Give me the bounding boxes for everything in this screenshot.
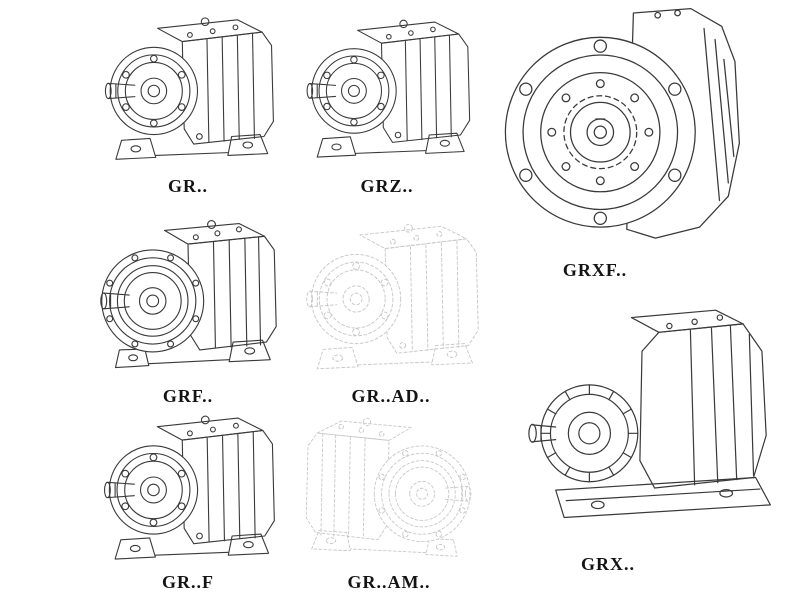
gr-f-technical-drawing [103,415,275,560]
gr-technical-drawing [104,17,274,160]
model-figure-gr-am: GR..AM.. [292,412,486,593]
foot-mounted-gearbox-illustration [104,17,274,160]
model-figure-grf: GRF.. [86,212,290,407]
grxf-technical-drawing [504,7,740,239]
gearbox-with-adapter-ghost-illustration [306,223,479,370]
model-label-gr-am: GR..AM.. [347,572,431,592]
gr-ad-technical-drawing [306,223,479,370]
model-figure-gr: GR.. [92,6,284,197]
large-foot-mounted-gearbox-illustration [528,309,771,519]
model-figure-grz: GRZ.. [296,6,478,197]
flange-gearbox-illustration [100,220,277,369]
foot-mounted-gearbox-illustration [103,415,275,560]
model-label-grz: GRZ.. [360,176,414,196]
model-figure-grx: GRX.. [496,302,788,575]
model-figure-gr-ad: GR..AD.. [292,212,490,407]
gearbox-with-motor-adapter-ghost-illustration [305,417,472,557]
model-label-grxf: GRXF.. [562,260,628,280]
model-label-gr: GR.. [168,176,208,196]
foot-mounted-gearbox-illustration [306,19,471,158]
model-figure-gr-f: GR..F [90,408,286,593]
flange-mounted-gearbox-illustration [504,7,740,239]
grz-technical-drawing [306,19,471,158]
grx-technical-drawing [528,309,771,519]
grf-technical-drawing [100,220,277,369]
model-figure-grxf: GRXF.. [486,2,772,281]
model-label-gr-ad: GR..AD.. [351,386,431,406]
model-label-gr-f: GR..F [162,572,214,592]
gr-am-technical-drawing [305,417,472,557]
model-label-grx: GRX.. [581,554,635,574]
model-label-grf: GRF.. [162,386,214,406]
